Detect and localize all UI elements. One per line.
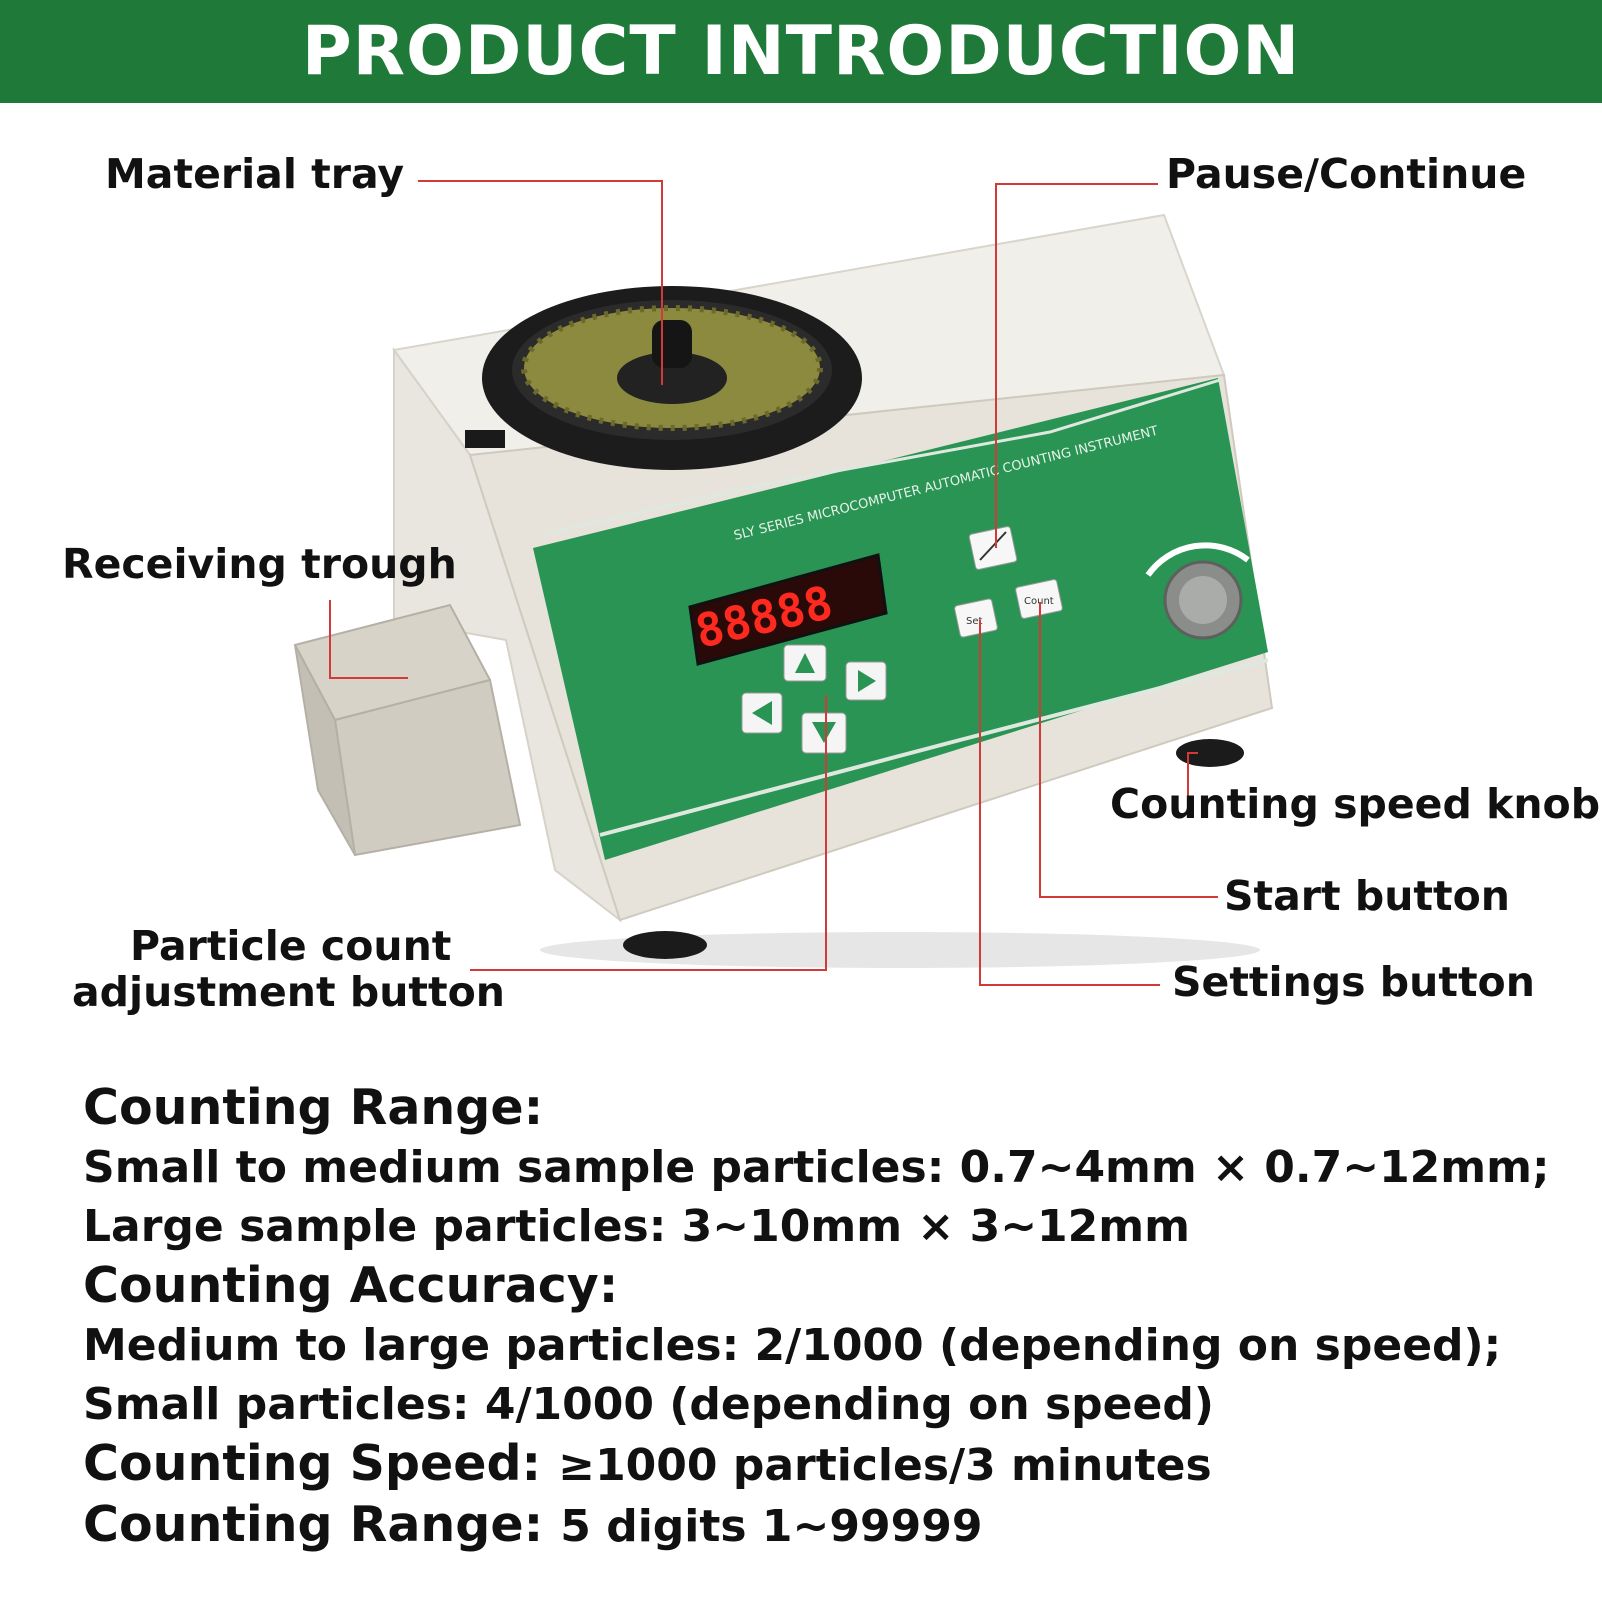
- label-pause-continue: Pause/Continue: [1166, 150, 1527, 198]
- label-receiving-trough: Receiving trough: [62, 540, 457, 588]
- speed-line: Counting Speed: ≥1000 particles/3 minute…: [83, 1434, 1550, 1495]
- trough-side: [294, 644, 356, 856]
- control-panel: [533, 378, 1268, 860]
- speed-scale: [1145, 542, 1250, 577]
- label-start-button: Start button: [1224, 872, 1510, 920]
- accuracy-heading: Counting Accuracy:: [83, 1257, 619, 1314]
- page-title: PRODUCT INTRODUCTION: [301, 12, 1301, 91]
- range-large-text: Large sample particles: 3~10mm × 3~12mm: [83, 1201, 1190, 1252]
- speed-value: ≥1000 particles/3 minutes: [558, 1440, 1212, 1491]
- speed-label: Counting Speed:: [83, 1435, 542, 1492]
- label-particle-count-line2: adjustment button: [72, 968, 505, 1016]
- digits-label: Counting Range:: [83, 1496, 544, 1553]
- pause-continue-button[interactable]: [968, 526, 1018, 570]
- title-banner: PRODUCT INTRODUCTION: [0, 0, 1602, 103]
- leader-lines: [329, 180, 1218, 986]
- arrow-down-button[interactable]: [801, 712, 847, 754]
- arrow-left-button[interactable]: [741, 692, 783, 734]
- tray-hub: [617, 352, 727, 404]
- panel-stripe: [539, 378, 1221, 537]
- specifications: Counting Range: Small to medium sample p…: [83, 1078, 1550, 1556]
- digits-value: 5 digits 1~99999: [560, 1501, 983, 1552]
- digits-line: Counting Range: 5 digits 1~99999: [83, 1495, 1550, 1556]
- range-small-text: Small to medium sample particles: 0.7~4m…: [83, 1142, 1550, 1193]
- count-key-label: Count: [1024, 596, 1054, 607]
- label-particle-count-line1: Particle count: [130, 922, 452, 970]
- accuracy-small-text: Small particles: 4/1000 (depending on sp…: [83, 1379, 1214, 1430]
- foot: [1176, 739, 1244, 767]
- arrow-right-button[interactable]: [845, 661, 887, 701]
- accuracy-medium-text: Medium to large particles: 2/1000 (depen…: [83, 1320, 1502, 1371]
- label-counting-speed-knob: Counting speed knob: [1110, 780, 1601, 828]
- knob-cap: [1179, 576, 1227, 624]
- set-key-label: Set: [966, 616, 983, 627]
- tray-outlet: [465, 430, 505, 448]
- panel-stripe: [599, 658, 1269, 837]
- start-button[interactable]: Count: [1015, 579, 1063, 619]
- tray-knob[interactable]: [652, 320, 692, 368]
- foot: [623, 931, 707, 959]
- seeds-texture: [521, 305, 823, 431]
- led-display: [688, 553, 888, 666]
- label-settings-button: Settings button: [1172, 958, 1535, 1006]
- label-material-tray: Material tray: [105, 150, 405, 198]
- shadow: [540, 932, 1260, 968]
- arrow-up-button[interactable]: [783, 644, 827, 682]
- range-heading: Counting Range:: [83, 1079, 544, 1136]
